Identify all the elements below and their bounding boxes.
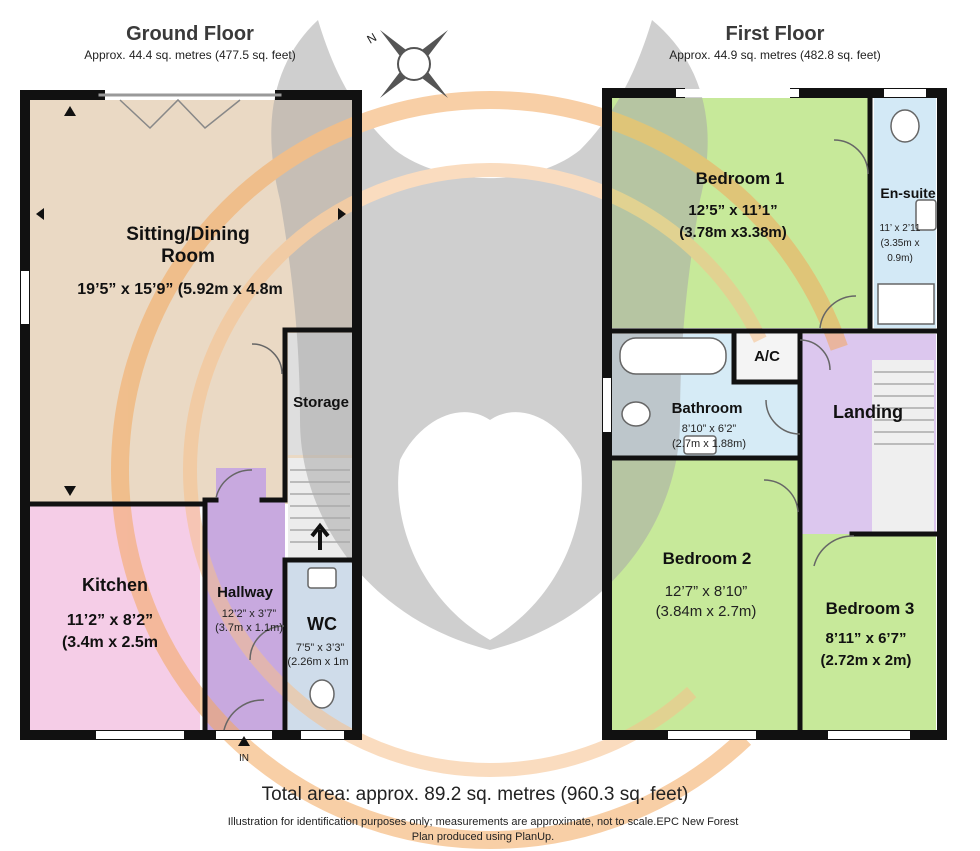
first-stairs-fill	[872, 360, 934, 532]
watermark-fox-shape	[271, 20, 708, 650]
disclaimer: Illustration for identification purposes…	[228, 816, 739, 828]
ground-floor-title: Ground Floor	[126, 23, 254, 45]
bedroom1-dims-2: (3.78m x3.38m)	[679, 224, 787, 241]
ground-floor-area: Approx. 44.4 sq. metres (477.5 sq. feet)	[84, 48, 295, 62]
compass-north-label: N	[365, 30, 380, 46]
hallway-dims-2: (3.7m x 1.1m)	[215, 622, 283, 634]
sitting-room-dims: 19’5” x 15’9” (5.92m x 4.8m	[77, 281, 282, 298]
hallway-dims-1: 12’2” x 3’7”	[222, 608, 277, 620]
ensuite-sink-icon	[915, 199, 937, 231]
ensuite-dims-1: 11’ x 2’11	[880, 223, 921, 234]
bath-sink-icon	[683, 435, 717, 455]
arrow-down-icon	[64, 486, 76, 496]
door-arc-ac-icon	[799, 339, 831, 371]
bedroom3-fill	[802, 534, 936, 730]
bedroom2-dims-1: 12’7” x 8’10”	[665, 583, 748, 600]
wc-name: WC	[307, 614, 337, 634]
produced-by: Plan produced using PlanUp.	[412, 831, 554, 843]
ground-interior-walls	[27, 327, 360, 738]
watermark-inner-ring	[183, 163, 797, 777]
door-arc-hall-icon	[215, 469, 253, 499]
first-floor-title: First Floor	[726, 23, 825, 45]
first-floor-area: Approx. 44.9 sq. metres (482.8 sq. feet)	[669, 48, 880, 62]
wc-dims-2: (2.26m x 1m	[287, 656, 348, 668]
door-arc-bed1-icon	[833, 139, 869, 175]
kitchen-fill	[30, 504, 200, 730]
compass-icon: N	[365, 30, 448, 98]
ground-outer-wall	[20, 90, 362, 740]
bathtub-icon	[619, 337, 727, 375]
entrance-label: IN	[239, 753, 249, 764]
ensuite-toilet-icon	[890, 109, 920, 143]
kitchen-dims-1: 11’2” x 8’2”	[67, 612, 153, 629]
wc-dims-1: 7’5” x 3’3”	[296, 642, 345, 654]
total-area: Total area: approx. 89.2 sq. metres (960…	[262, 784, 689, 805]
door-arc-in-icon	[223, 699, 265, 731]
bath-toilet-icon	[621, 401, 651, 427]
entrance-arrow-icon	[238, 736, 250, 746]
hallway-fill	[205, 500, 285, 730]
watermark-outer-ring	[111, 91, 869, 849]
kitchen-name: Kitchen	[82, 575, 148, 595]
ensuite-dims-2: (3.35m x	[881, 238, 920, 249]
ensuite-name: En-suite	[880, 185, 935, 201]
bedroom2-dims-2: (3.84m x 2.7m)	[656, 603, 757, 620]
storage-name: Storage	[293, 394, 349, 411]
wc-sink-icon	[307, 567, 337, 589]
first-interior-walls	[609, 95, 939, 738]
landing-name: Landing	[833, 402, 903, 422]
sitting-room-name-1: Sitting/Dining	[126, 224, 249, 245]
bathroom-dims-2: (2.7m x 1.88m)	[672, 438, 746, 450]
wc-toilet-icon	[309, 679, 335, 709]
bifold-door-icon	[119, 98, 241, 130]
bedroom3-dims-1: 8’11” x 6’7”	[826, 630, 907, 647]
stairs-arrow-icon	[310, 522, 330, 550]
arrow-left-icon	[36, 208, 44, 220]
first-stairs-icon	[874, 371, 934, 445]
bedroom1-name: Bedroom 1	[696, 169, 785, 188]
door-arc-sitting-icon	[251, 343, 283, 375]
bathroom-name: Bathroom	[672, 400, 743, 417]
door-arc-bed2-icon	[763, 479, 799, 513]
bedroom3-name: Bedroom 3	[826, 599, 915, 618]
ac-name: A/C	[754, 348, 780, 365]
door-arc-landing-icon	[819, 295, 857, 329]
kitchen-dims-2: (3.4m x 2.5m	[62, 634, 158, 651]
bathroom-dims-1: 8’10” x 6’2”	[682, 423, 737, 435]
shower-tray-icon	[877, 283, 935, 325]
arrow-right-icon	[338, 208, 346, 220]
ensuite-dims-3: 0.9m)	[887, 253, 913, 264]
walls	[20, 88, 947, 740]
ac-fill	[734, 334, 802, 380]
sitting-room-name-2: Room	[161, 246, 215, 267]
hallway-name: Hallway	[217, 584, 274, 601]
arrow-up-icon	[64, 106, 76, 116]
bedroom1-dims-1: 12’5” x 11’1”	[688, 202, 777, 219]
door-arc-bed3-icon	[813, 535, 855, 567]
watermark-logo	[111, 20, 869, 849]
door-arc-wc-icon	[249, 625, 285, 661]
hallway-top-fill	[216, 468, 266, 504]
fixtures	[36, 98, 937, 746]
door-arc-bath-icon	[765, 399, 801, 435]
bedroom2-name: Bedroom 2	[663, 549, 752, 568]
bedroom3-dims-2: (2.72m x 2m)	[821, 652, 912, 669]
